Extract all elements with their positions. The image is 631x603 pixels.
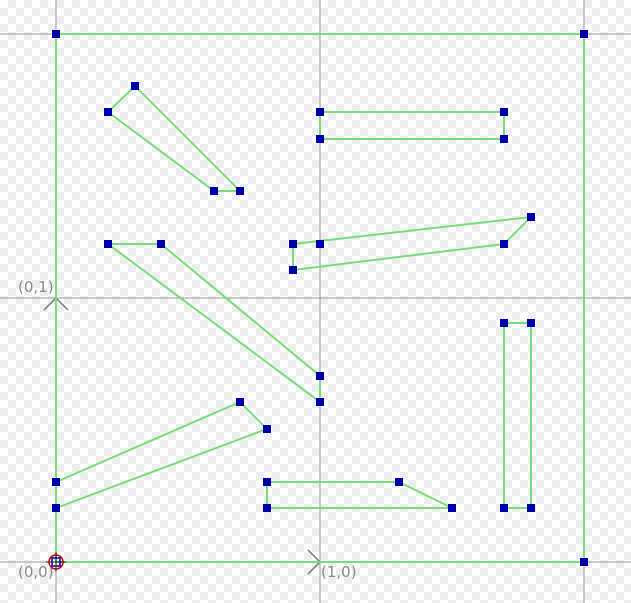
island-vertical-rect[interactable] [503, 322, 532, 509]
island-diagonal-strip[interactable] [104, 243, 321, 404]
square-handle-icon[interactable] [52, 30, 60, 38]
square-handle-icon[interactable] [500, 135, 508, 143]
square-handle-icon[interactable] [500, 319, 508, 327]
square-handle-icon[interactable] [580, 558, 588, 566]
vertex-handles [52, 30, 588, 566]
square-handle-icon[interactable] [263, 478, 271, 486]
island-thin-triangle[interactable] [106, 84, 243, 192]
island-slanted-quad[interactable] [292, 215, 534, 272]
y-unit-label: (0,1) [18, 278, 54, 296]
square-handle-icon[interactable] [104, 240, 112, 248]
square-handle-icon[interactable] [316, 398, 324, 406]
square-handle-icon[interactable] [131, 82, 139, 90]
axis-arrows [43, 296, 322, 575]
square-handle-icon[interactable] [289, 240, 297, 248]
square-handle-icon[interactable] [395, 478, 403, 486]
square-handle-icon[interactable] [527, 213, 535, 221]
square-handle-icon[interactable] [448, 504, 456, 512]
square-handle-icon[interactable] [52, 478, 60, 486]
square-handle-icon[interactable] [236, 398, 244, 406]
square-handle-icon[interactable] [500, 108, 508, 116]
square-handle-icon[interactable] [263, 425, 271, 433]
square-handle-icon[interactable] [52, 504, 60, 512]
square-handle-icon[interactable] [316, 108, 324, 116]
square-handle-icon[interactable] [527, 504, 535, 512]
square-handle-icon[interactable] [316, 240, 324, 248]
square-handle-icon[interactable] [316, 372, 324, 380]
square-handle-icon[interactable] [500, 504, 508, 512]
square-handle-icon[interactable] [580, 30, 588, 38]
square-handle-icon[interactable] [500, 240, 508, 248]
island-bottom-trapezoid[interactable] [266, 481, 453, 509]
square-handle-icon[interactable] [263, 504, 271, 512]
origin-label: (0,0) [18, 563, 54, 581]
square-handle-icon[interactable] [157, 240, 165, 248]
x-unit-label: (1,0) [321, 563, 357, 581]
square-handle-icon[interactable] [289, 266, 297, 274]
square-handle-icon[interactable] [210, 187, 218, 195]
square-handle-icon[interactable] [104, 108, 112, 116]
island-top-rect[interactable] [319, 111, 505, 140]
square-handle-icon[interactable] [527, 319, 535, 327]
square-handle-icon[interactable] [236, 187, 244, 195]
crosshair-circle-icon[interactable] [46, 552, 66, 572]
island-lower-strip[interactable] [55, 400, 269, 510]
square-handle-icon[interactable] [316, 135, 324, 143]
